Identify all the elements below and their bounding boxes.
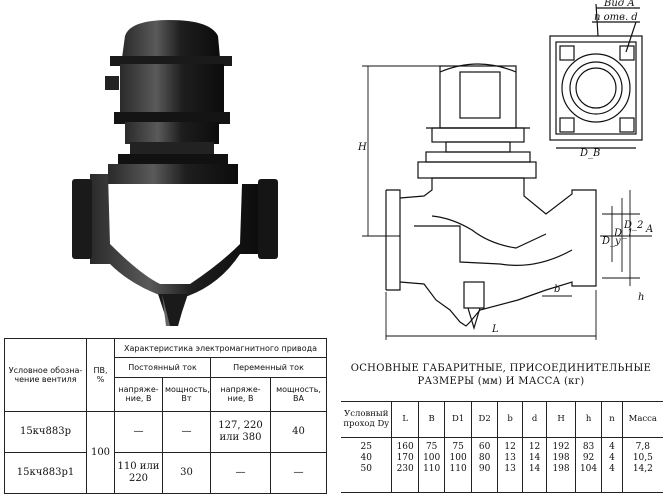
header-mass: Масса [621,401,663,439]
header-d: d [521,401,547,439]
dc-group-header: Постоянный ток [114,357,211,378]
dimensions-caption: ОСНОВНЫЕ ГАБАРИТНЫЕ, ПРИСОЕДИНИТЕЛЬНЫЕ Р… [338,362,664,388]
table-row: 25 40 50 160 170 230 75 100 110 75 100 1… [341,437,663,493]
pv-cell: 100 [86,410,115,495]
ac-power-cell: — [269,451,328,495]
ac-power-header: мощность, ВА [269,376,328,412]
header-n: n [601,401,623,439]
dim-dy: D_y [601,236,621,247]
header-h: h [574,401,602,439]
dimensions-table: Условный проход Dy L B D1 D2 b d H h n М… [341,401,663,493]
col-h: 83 92 104 [574,437,602,493]
electromagnet-spec-table: Условное обозна- чение вентиля ПВ, % Хар… [4,337,328,495]
caption-line-1: ОСНОВНЫЕ ГАБАРИТНЫЕ, ПРИСОЕДИНИТЕЛЬНЫЕ [350,363,652,374]
header-d1: D1 [444,401,472,439]
col-h-upper: 192 198 198 [546,437,576,493]
col-pv-header: ПВ, % [86,338,115,412]
ac-group-header: Переменный ток [209,357,328,378]
dim-h-upper: H [357,142,367,153]
dim-h-lower: h [638,292,644,303]
col-b-upper: 75 100 110 [417,437,445,493]
valve-photo [72,20,278,326]
ac-voltage-cell: — [210,451,271,495]
col-dy: 25 40 50 [360,442,372,474]
dc-power-header: мощность, Вт [162,376,211,412]
arrow-a-label: A [645,224,653,235]
valve-cell: 15кч883р [4,410,87,453]
col-d1: 75 100 110 [444,437,472,493]
drive-group-header: Характеристика электромагнитного привода [113,337,328,359]
dc-power-cell: 30 [162,451,211,495]
ac-power-cell: 40 [269,410,328,453]
table-row: 15кч883р 100 — — 127, 220 или 380 40 [4,410,328,495]
table-row: 15кч883р1 110 или 220 30 — — [4,451,328,495]
col-valve-header: Условное обозна- чение вентиля [4,338,87,412]
col-mass: 7,8 10,5 14,2 [621,437,663,493]
header-l: L [391,401,419,439]
dim-d1: D_1 [613,228,633,239]
header-b-upper: B [417,401,445,439]
header-b: b [497,401,523,439]
dc-power-cell: — [162,410,211,453]
dc-voltage-cell: 110 или 220 [114,451,163,495]
header-d2: D2 [470,401,498,439]
valve-cell: 15кч883р1 [4,451,87,495]
dim-l: L [491,324,499,335]
caption-line-2: РАЗМЕРЫ (мм) И МАССА (кг) [417,376,585,387]
col-b: 12 13 13 [497,437,523,493]
col-d2: 60 80 90 [470,437,498,493]
header-dy: Условный проход Dy [341,401,392,439]
col-l: 160 170 230 [391,437,419,493]
col-n: 4 4 4 [601,437,623,493]
valve-drawing: Вид А n отв. d D_B H L h b D_y D_1 D_2 A [357,0,653,340]
col-d: 12 14 14 [521,437,547,493]
holes-label: n отв. d [594,12,638,23]
dim-d2: D_2 [623,220,643,231]
ac-voltage-header: напряже- ние, В [210,376,271,412]
dc-voltage-cell: — [114,410,163,453]
view-a-label: Вид А [603,0,635,9]
db-label: D_B [579,148,600,159]
dim-b: b [554,284,560,295]
header-h-upper: H [546,401,576,439]
dc-voltage-header: напряже- ние, В [114,376,163,412]
ac-voltage-cell: 127, 220 или 380 [210,410,271,453]
